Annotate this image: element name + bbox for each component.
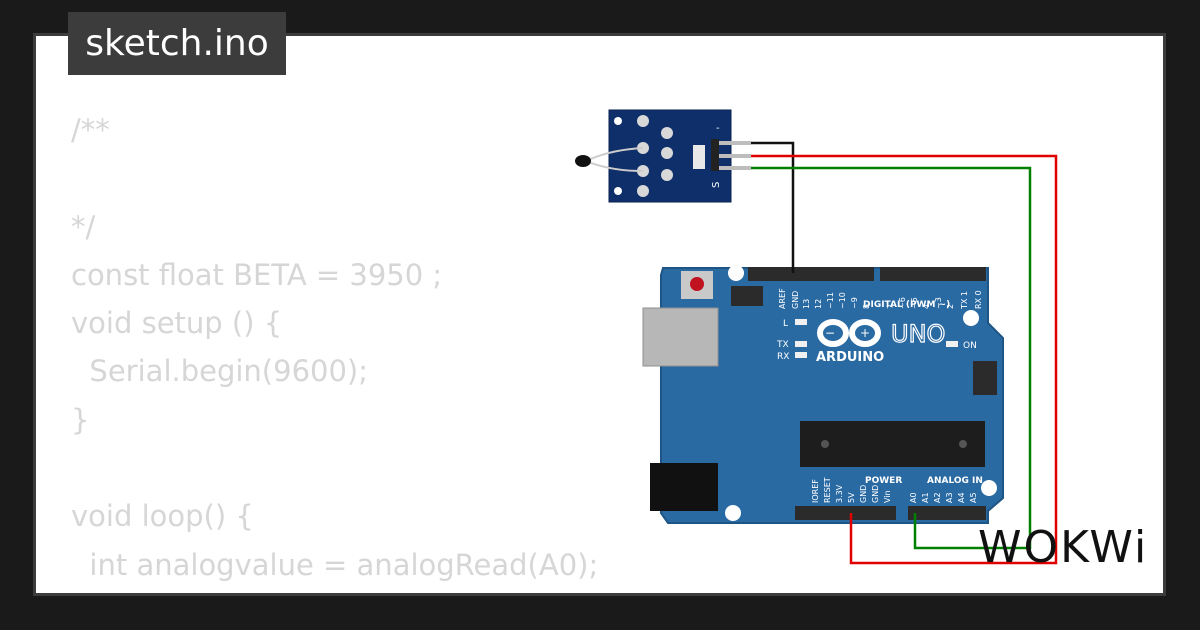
main-frame: /** */ const float BETA = 3950 ; void setup… (33, 33, 1166, 596)
led-l (795, 319, 807, 325)
svg-text:−: − (825, 326, 835, 340)
sensor-pin-minus-label: - (716, 123, 720, 134)
led-rx (795, 352, 807, 358)
arduino-board[interactable]: − + UNO ARDUINO ON L TX RX DIGITAL (PWM … (642, 265, 1004, 524)
icsp-header-right (973, 361, 997, 395)
pin-label: 7 (886, 304, 895, 309)
wire-gnd[interactable] (751, 141, 795, 273)
board-brand-label: ARDUINO (816, 350, 884, 365)
pin-label: A0 (909, 492, 918, 503)
pin-label: A4 (957, 492, 966, 503)
code-line: Serial.begin(9600); (71, 354, 369, 389)
tx-label: TX (776, 340, 789, 350)
pin-label: AREF (778, 288, 787, 309)
icsp-header (731, 286, 763, 306)
pin-label: TX 1 (960, 291, 969, 310)
code-line: /** (71, 113, 110, 147)
pin-label: A3 (945, 492, 954, 503)
wokwi-logo: WOKWi (978, 522, 1149, 573)
pin-label: 13 (802, 299, 811, 309)
pin-label: ~3 (934, 297, 943, 309)
code-line: } (71, 402, 90, 437)
header-analog (908, 506, 986, 520)
pin-label: IOREF (811, 479, 820, 503)
pin-label: ~10 (838, 292, 847, 309)
microcontroller-chip (800, 421, 985, 467)
file-tab[interactable]: sketch.ino (68, 12, 286, 75)
board-model-label: UNO (891, 320, 945, 348)
code-line: const float BETA = 3950 ; (71, 257, 443, 292)
wire-vcc[interactable] (751, 154, 1058, 565)
pin-label: GND (791, 291, 800, 309)
pin-label: A2 (933, 492, 942, 503)
usb-port (642, 307, 719, 367)
code-line: void loop() { (71, 499, 254, 534)
code-line: */ (71, 209, 96, 244)
code-line: int analogvalue = analogRead(A0); (71, 547, 599, 582)
led-tx (795, 341, 807, 347)
pin-label: 4 (922, 304, 931, 309)
pin-label: GND (871, 485, 880, 503)
pin-label: GND (859, 485, 868, 503)
digital-header-label: DIGITAL (PWM ~) (863, 300, 950, 310)
pin-label: ~9 (850, 297, 859, 309)
analog-header-label: ANALOG IN (927, 476, 983, 486)
pin-label: ~6 (898, 297, 907, 309)
thermistor-bead (575, 155, 591, 167)
pin-label: ~11 (826, 292, 835, 309)
wire-signal[interactable] (751, 166, 1032, 550)
header-power (795, 506, 896, 520)
svg-text:+: + (860, 326, 870, 340)
reset-button-cap (690, 277, 704, 291)
power-jack (650, 463, 718, 511)
pin-label: A1 (921, 492, 930, 503)
sensor-pin-signal-label: S (711, 182, 722, 188)
pin-label: 2 (946, 304, 955, 309)
rx-label: RX (777, 352, 789, 362)
on-label: ON (963, 341, 977, 351)
code-editor[interactable]: /** */ const float BETA = 3950 ; void setup… (71, 106, 691, 593)
pin-label: 12 (814, 299, 823, 309)
mount-hole (963, 310, 979, 326)
mount-hole (981, 480, 997, 496)
circuit-diagram: − + UNO ARDUINO ON L TX RX DIGITAL (PWM … (575, 109, 1058, 565)
pin-label: 3.3V (835, 484, 844, 503)
pin-label: Vin (883, 490, 892, 503)
l-label: L (783, 319, 788, 329)
code-line: void setup () { (71, 306, 283, 341)
mount-hole (728, 265, 744, 281)
power-header-label: POWER (865, 476, 902, 486)
led-on (946, 341, 958, 347)
header-top-left (748, 267, 874, 281)
mount-hole (725, 505, 741, 521)
pin-label: RX 0 (974, 290, 983, 309)
ntc-temperature-sensor[interactable]: - S (575, 109, 751, 203)
pin-label: 5V (847, 492, 856, 503)
pin-label: RESET (823, 477, 832, 503)
pin-label: A5 (969, 492, 978, 503)
pin-label: 8 (862, 304, 871, 309)
pin-label: ~5 (910, 297, 919, 309)
arduino-logo-icon (817, 319, 881, 347)
header-top-right (880, 267, 986, 281)
